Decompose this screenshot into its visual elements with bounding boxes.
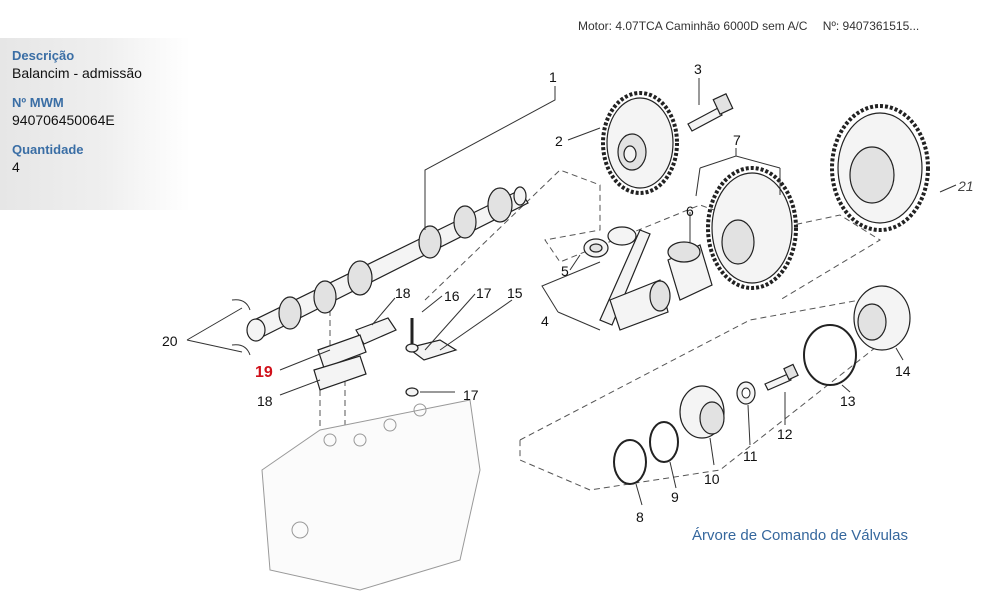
engine-model: Motor: 4.07TCA Caminhão 6000D sem A/C — [578, 19, 808, 33]
callout-8: 8 — [636, 509, 644, 525]
drive-hub-10[interactable] — [679, 385, 725, 439]
description-label: Descrição — [12, 48, 75, 63]
callout-6: 6 — [686, 203, 694, 219]
callout-1: 1 — [549, 69, 557, 85]
leader-lines — [186, 78, 957, 506]
callout-17-lower: 17 — [463, 387, 479, 403]
gear-bushing[interactable] — [667, 241, 713, 301]
mwm-number-value: 940706450064E — [12, 112, 115, 128]
rocker-bracket[interactable] — [406, 339, 458, 361]
intermediate-gear[interactable] — [706, 166, 798, 290]
callout-14: 14 — [895, 363, 911, 379]
camshaft-bushing[interactable] — [583, 238, 609, 258]
callout-2: 2 — [555, 133, 563, 149]
callout-21: 21 — [957, 178, 974, 194]
lock-nut-lower[interactable] — [405, 387, 419, 397]
callout-7: 7 — [733, 132, 741, 148]
engine-info: Motor: 4.07TCA Caminhão 6000D sem A/C Nº… — [578, 19, 919, 33]
callout-13: 13 — [840, 393, 856, 409]
washer-11[interactable] — [736, 381, 756, 405]
gear-bolt[interactable] — [687, 92, 734, 132]
callout-4: 4 — [541, 313, 549, 329]
quantity-value: 4 — [12, 159, 20, 175]
pump-drive-14[interactable] — [853, 285, 911, 351]
callout-11: 11 — [743, 448, 758, 464]
lock-nut-upper[interactable] — [405, 343, 419, 353]
o-ring-13[interactable] — [803, 324, 857, 386]
assembly-outline-lower — [519, 299, 886, 491]
camshaft-gear[interactable] — [601, 91, 679, 195]
seal-ring-8[interactable] — [613, 439, 647, 485]
hub-bolt-12[interactable] — [764, 363, 799, 391]
quantity-label: Quantidade — [12, 142, 84, 157]
callout-3: 3 — [694, 61, 702, 77]
callout-18-upper: 18 — [395, 285, 411, 301]
callout-16: 16 — [444, 288, 460, 304]
mwm-number-label: Nº MWM — [12, 95, 64, 110]
callout-12: 12 — [777, 426, 793, 442]
description-value: Balancim - admissão — [12, 65, 142, 81]
callout-17-upper: 17 — [476, 285, 492, 301]
part-list-number: Nº: 9407361515... — [822, 19, 920, 33]
callout-18-lower: 18 — [257, 393, 273, 409]
callout-9: 9 — [671, 489, 679, 505]
part-details-panel: Descrição Balancim - admissão Nº MWM 940… — [0, 38, 190, 210]
crankshaft-gear[interactable] — [830, 104, 930, 232]
callout-5: 5 — [561, 263, 569, 279]
callout-19-selected[interactable]: 19 — [255, 364, 273, 381]
callout-20: 20 — [162, 333, 178, 349]
cylinder-head — [261, 399, 481, 591]
camshaft[interactable] — [246, 186, 529, 342]
rocker-arm-exhaust-lower[interactable] — [313, 355, 367, 391]
idler-shaft[interactable] — [599, 226, 671, 331]
rocker-arm-intake[interactable] — [317, 334, 367, 369]
o-ring-9[interactable] — [649, 421, 679, 463]
callout-10: 10 — [704, 471, 720, 487]
retaining-clips[interactable] — [231, 299, 251, 356]
callout-15: 15 — [507, 285, 523, 301]
diagram-title: Árvore de Comando de Válvulas — [692, 527, 908, 544]
assembly-outline-upper — [424, 169, 881, 301]
